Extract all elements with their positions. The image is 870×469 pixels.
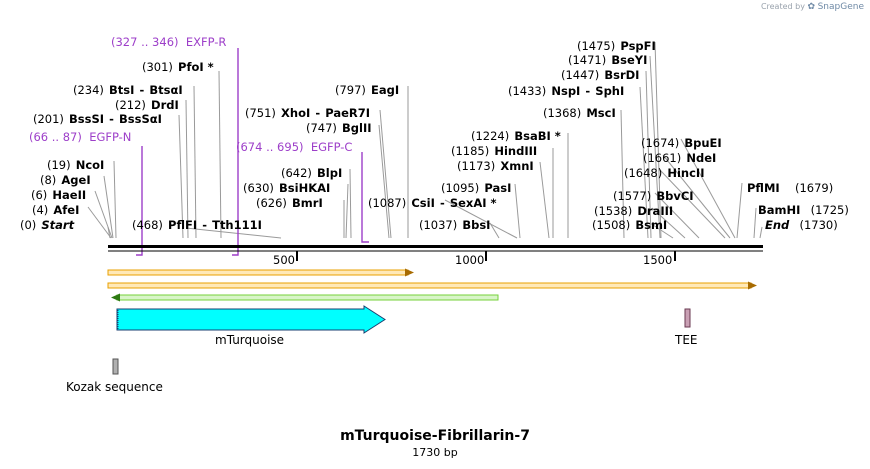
feature-label-tee[interactable]: TEE xyxy=(675,333,698,347)
site-label-end: End (1730) xyxy=(765,218,838,232)
orf-arrows xyxy=(107,268,757,302)
snapgene-branding: Created by ✿ SnapGene xyxy=(761,2,864,12)
map-title: mTurquoise-Fibrillarin-7 xyxy=(340,428,530,444)
site-label-bglii[interactable]: (747) BglII xyxy=(306,121,372,135)
site-label-bamhi[interactable]: BamHI (1725) xyxy=(758,203,849,217)
feature-label-mturquoise[interactable]: mTurquoise xyxy=(215,333,285,347)
site-label-bbvci[interactable]: (1577) BbvCI xyxy=(613,189,694,203)
site-label-nspi[interactable]: (1433) NspI - SphI xyxy=(508,84,625,98)
orange-arrow-long xyxy=(107,282,752,289)
site-label-pasi[interactable]: (1095) PasI xyxy=(441,181,512,195)
mturquoise-feature-arrow xyxy=(116,305,386,334)
site-label-draiii[interactable]: (1538) DraIII xyxy=(594,204,674,218)
map-length: 1730 bp xyxy=(412,446,458,459)
site-label-agei[interactable]: (8) AgeI xyxy=(40,173,91,187)
primer-marks xyxy=(136,48,369,256)
primer-egfp-c-mark xyxy=(361,152,369,243)
site-label-bseyi[interactable]: (1471) BseYI xyxy=(568,53,648,67)
site-label-pspfi[interactable]: (1475) PspFI xyxy=(577,39,656,53)
branding-prefix: Created by xyxy=(760,2,805,11)
site-label-bsihkai[interactable]: (630) BsiHKAI xyxy=(243,181,331,195)
tick-500: 500 xyxy=(273,253,295,267)
tick-1500: 1500 xyxy=(643,253,673,267)
site-label-bpuei[interactable]: (1674) BpuEI xyxy=(641,136,722,150)
site-label-btsi[interactable]: (234) BtsI - BtsαI xyxy=(73,83,183,97)
snapgene-logo-icon: ✿ xyxy=(807,2,816,12)
site-label-bsabi[interactable]: (1224) BsaBI * xyxy=(471,129,561,143)
site-label-eagi[interactable]: (797) EagI xyxy=(335,83,400,97)
site-label-blpi[interactable]: (642) BlpI xyxy=(281,166,343,180)
site-label-hincii[interactable]: (1648) HincII xyxy=(624,166,705,180)
site-label-start: (0) Start xyxy=(20,218,75,232)
features xyxy=(112,305,691,375)
site-label-bsrdi[interactable]: (1447) BsrDI xyxy=(561,68,640,82)
site-label-bmri[interactable]: (626) BmrI xyxy=(256,196,323,210)
primer-egfp-n-mark xyxy=(136,146,143,256)
feature-label-kozak[interactable]: Kozak sequence xyxy=(66,380,163,394)
primer-label-exfp-r[interactable]: (327 .. 346) EXFP-R xyxy=(111,35,227,49)
site-label-drdi[interactable]: (212) DrdI xyxy=(115,98,179,112)
site-label-ncoi[interactable]: (19) NcoI xyxy=(47,158,105,172)
green-arrow xyxy=(116,294,499,301)
site-label-pflfi[interactable]: (468) PflFI - Tth111I xyxy=(132,218,262,232)
primer-label-egfp-n[interactable]: (66 .. 87) EGFP-N xyxy=(29,130,132,144)
primer-exfp-r-mark xyxy=(232,48,239,256)
backbone xyxy=(108,245,763,261)
site-label-msci[interactable]: (1368) MscI xyxy=(543,106,616,120)
site-leader-lines xyxy=(87,41,763,239)
site-label-pfoi[interactable]: (301) PfoI * xyxy=(142,60,214,74)
site-label-ndei[interactable]: (1661) NdeI xyxy=(643,151,717,165)
primer-label-egfp-c[interactable]: (674 .. 695) EGFP-C xyxy=(236,140,353,154)
site-label-xmni[interactable]: (1173) XmnI xyxy=(457,159,534,173)
site-label-csii[interactable]: (1087) CsiI - SexAI * xyxy=(368,196,497,210)
site-label-pflmi[interactable]: PflMI (1679) xyxy=(747,181,834,195)
site-label-xhoi[interactable]: (751) XhoI - PaeR7I xyxy=(245,106,371,120)
kozak-feature-box xyxy=(112,358,119,375)
tee-feature-box xyxy=(684,308,691,328)
site-label-bsssi[interactable]: (201) BssSI - BssSαI xyxy=(33,112,162,126)
site-label-haeii[interactable]: (6) HaeII xyxy=(31,188,87,202)
site-label-bbsi[interactable]: (1037) BbsI xyxy=(419,218,491,232)
tick-1000: 1000 xyxy=(455,253,485,267)
site-label-hindiii[interactable]: (1185) HindIII xyxy=(451,144,538,158)
orange-arrow-short xyxy=(107,269,409,276)
site-label-bsmi[interactable]: (1508) BsmI xyxy=(592,218,668,232)
site-label-afei[interactable]: (4) AfeI xyxy=(32,203,80,217)
map-title-block: mTurquoise-Fibrillarin-7 1730 bp xyxy=(0,428,870,459)
branding-name: SnapGene xyxy=(817,2,864,12)
